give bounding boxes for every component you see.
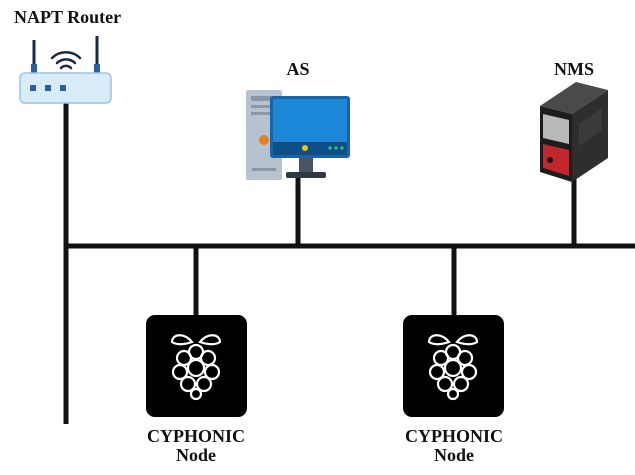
raspberry-pi-node-2-icon: [403, 315, 504, 417]
server-tower-icon: [540, 82, 608, 182]
node2-label-line1: CYPHONIC: [405, 426, 503, 446]
desktop-computer-icon: [246, 90, 350, 180]
as-label: AS: [286, 59, 310, 79]
node2-label-line2: Node: [434, 445, 474, 465]
node1-label-line1: CYPHONIC: [147, 426, 245, 446]
router-label: NAPT Router: [14, 7, 122, 27]
network-links: [63, 103, 635, 424]
node1-label-line2: Node: [176, 445, 216, 465]
nms-label: NMS: [554, 59, 594, 79]
raspberry-pi-node-1-icon: [146, 315, 247, 417]
router-icon: [19, 36, 112, 104]
